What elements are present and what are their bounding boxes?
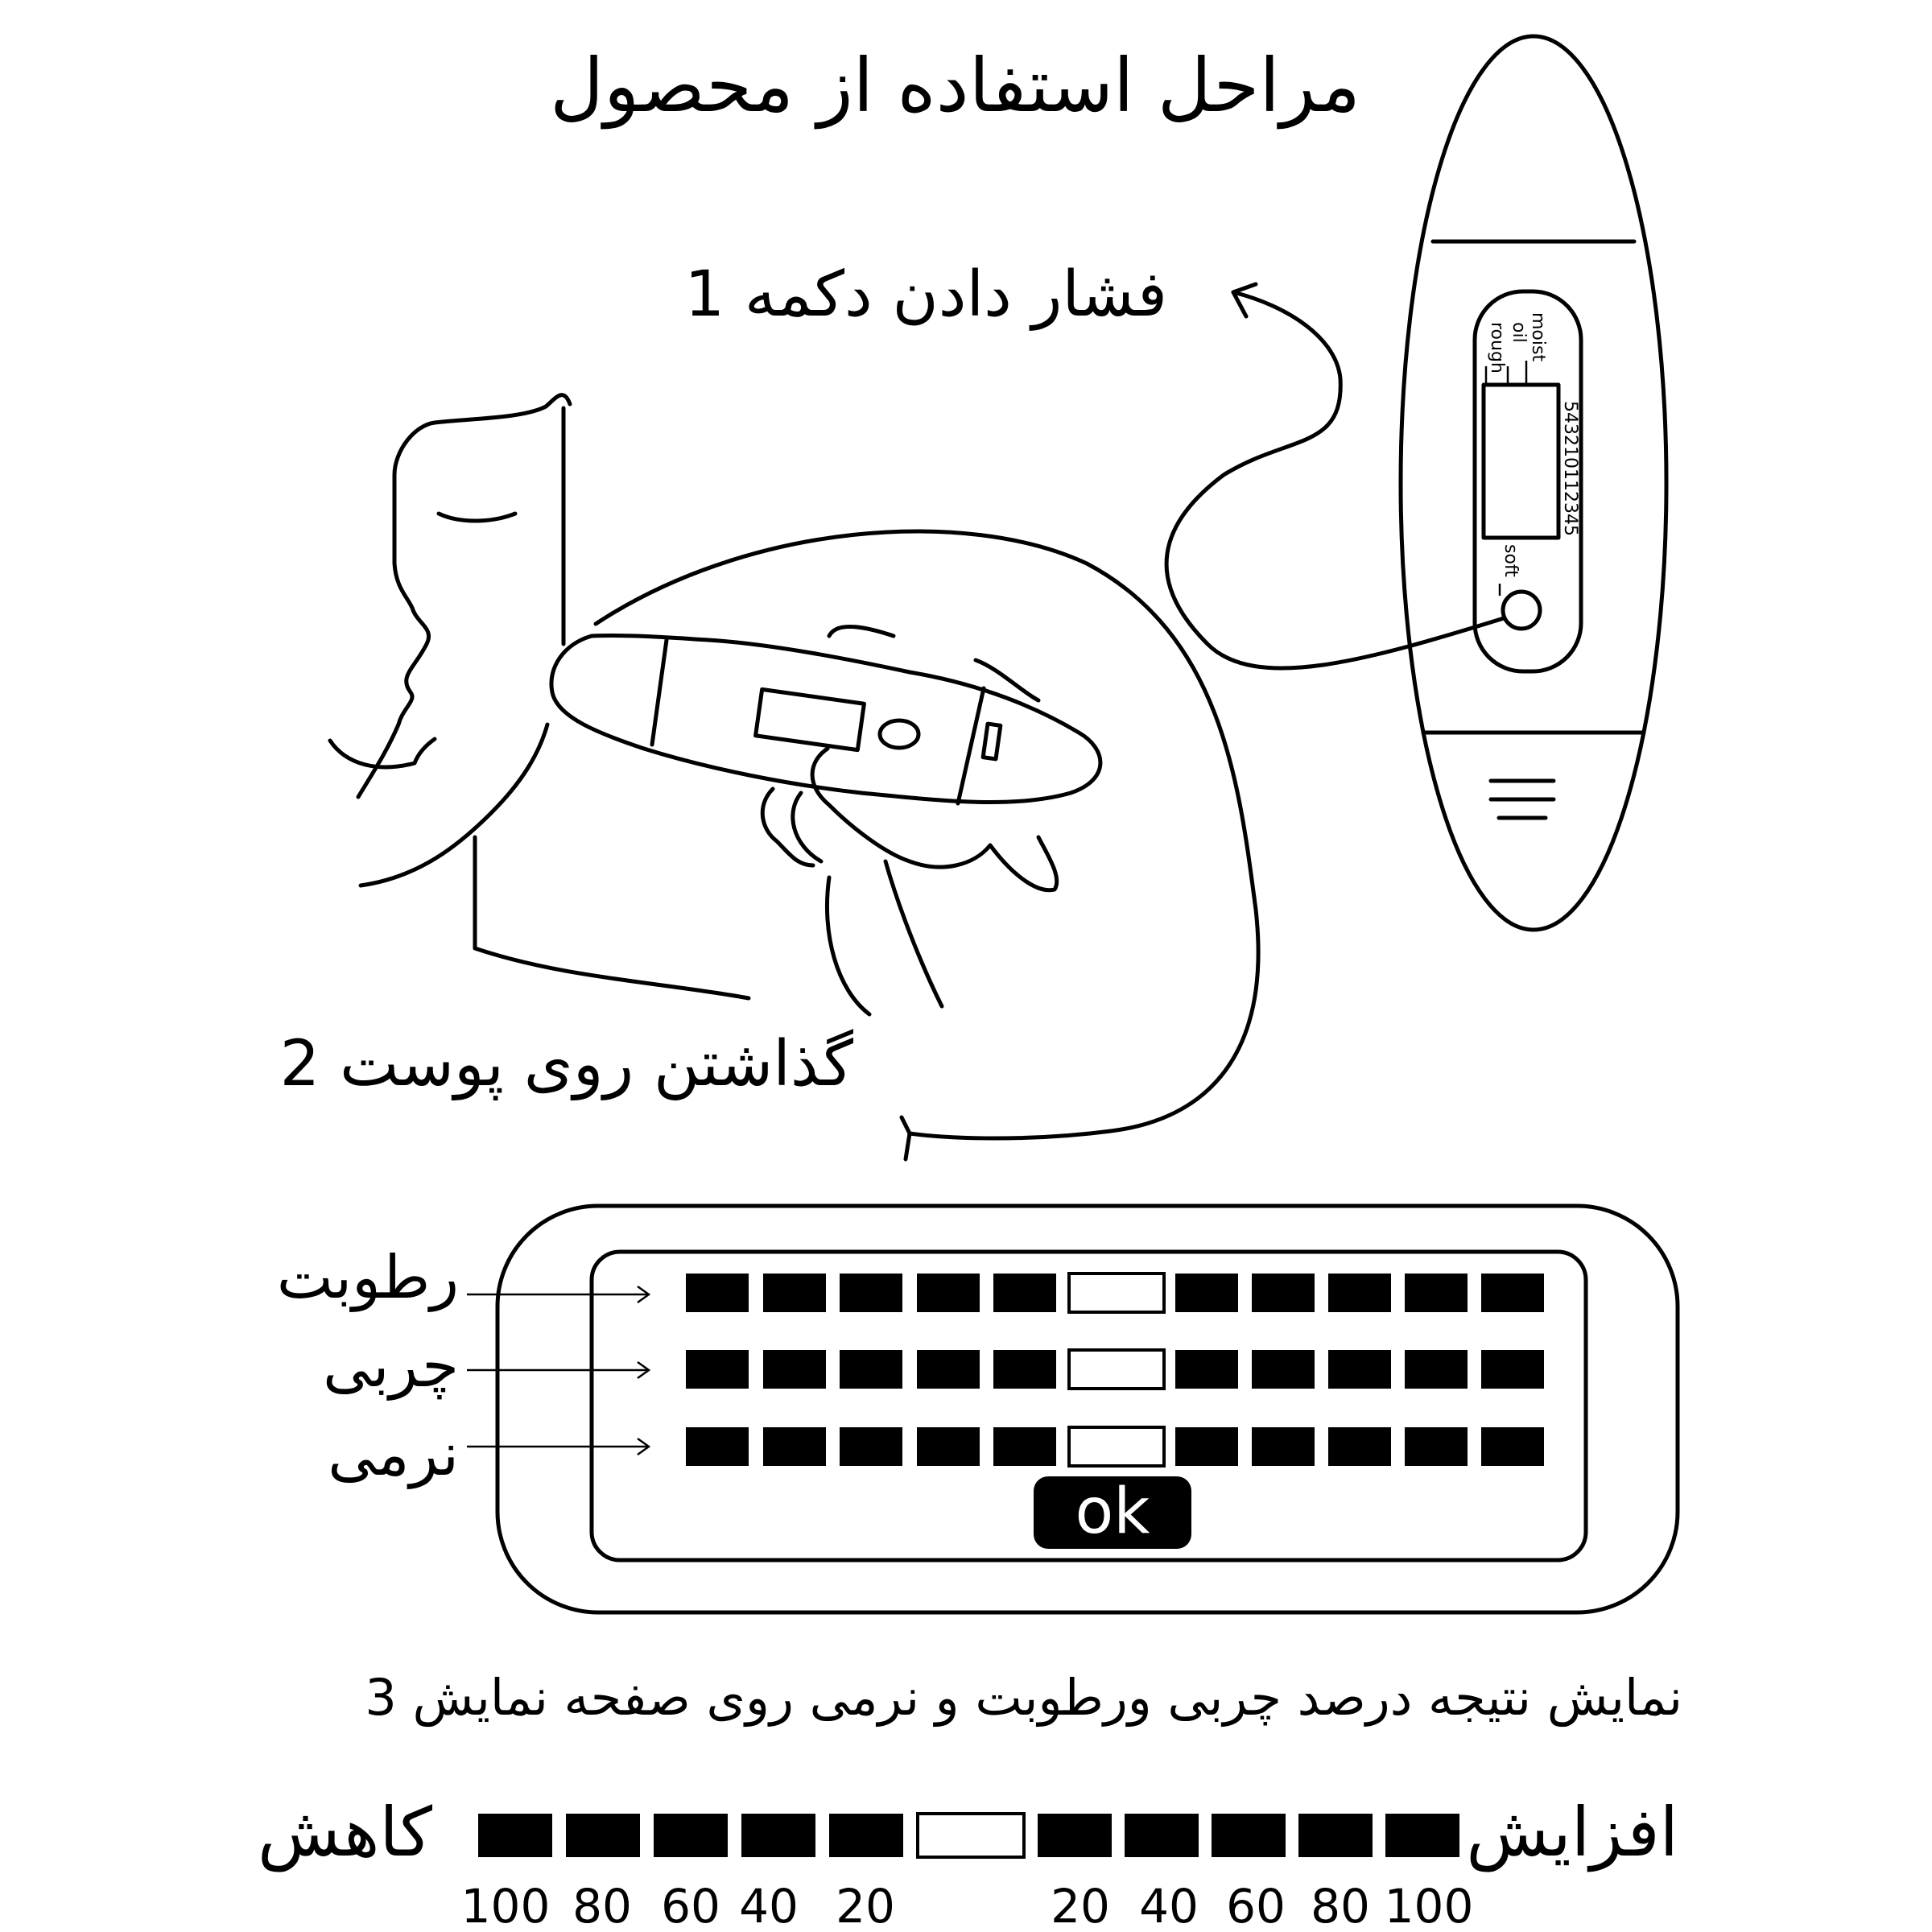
legend-ticks-left: 100 80 60 40 20: [461, 1879, 895, 1932]
legend-ticks-right: 20 40 60 80 100: [1051, 1879, 1473, 1932]
display-outer-frame: [495, 1203, 1680, 1615]
step-2-pointer-line: [593, 529, 1261, 1141]
device-screen-panel: [1472, 289, 1583, 674]
legend-increase-label: افزایش: [1466, 1793, 1678, 1872]
page-title: مراحل استفاده از محصول: [550, 43, 1360, 130]
row-label-moisture: رطوبت: [277, 1243, 459, 1312]
row-pointer-arrows: [467, 1285, 651, 1456]
hand-with-device: [549, 624, 1103, 1017]
device-label-soft: soft: [1501, 544, 1521, 577]
display-row-softness: [686, 1426, 1544, 1468]
device-front-view: moist oil rough 543210112345 soft: [1398, 34, 1669, 932]
legend-scale-bar: [478, 1812, 1459, 1859]
display-illustration: ok: [495, 1203, 1680, 1615]
device-screen-window: [1481, 382, 1561, 540]
tick-label: 20: [836, 1879, 895, 1932]
tick-label: 80: [572, 1879, 632, 1932]
step-1-label: 1 فشار دادن دکمه: [684, 258, 1167, 331]
step-1-pointer-line: [1164, 290, 1506, 671]
tick-label: 60: [661, 1879, 720, 1932]
step-2-arrowhead: [899, 1115, 912, 1162]
tick-label: 40: [739, 1879, 799, 1932]
display-row-moisture: [686, 1272, 1544, 1314]
tick-label: 100: [1385, 1879, 1474, 1932]
row-label-softness: نرمی: [328, 1420, 459, 1489]
tick-label: 80: [1311, 1879, 1370, 1932]
device-power-button[interactable]: [1501, 589, 1542, 631]
display-row-oil: [686, 1348, 1544, 1390]
device-label-moist: moist: [1528, 312, 1548, 361]
step-1-arrowhead: [1231, 282, 1258, 319]
device-scale-numbers: 543210112345: [1560, 401, 1580, 536]
menu-icon: [1488, 778, 1556, 820]
tick-label: 40: [1139, 1879, 1199, 1932]
tick-label: 20: [1051, 1879, 1110, 1932]
device-label-oil: oil: [1509, 322, 1529, 343]
step-3-label: 3 نمایش نتیجه درصد چربی ورطوبت و نرمی رو…: [365, 1668, 1682, 1727]
legend-decrease-label: کاهش: [258, 1793, 432, 1872]
ok-label: ok: [1075, 1476, 1150, 1548]
face-illustration: [328, 393, 751, 1001]
device-label-rough: rough: [1487, 322, 1507, 374]
row-label-oil: چربی: [323, 1331, 459, 1401]
ok-badge: [1034, 1476, 1191, 1549]
tick-label: 100: [461, 1879, 551, 1932]
tick-label: 60: [1226, 1879, 1286, 1932]
step-2-label: 2 گذاشتن روی پوست: [280, 1028, 854, 1101]
display-screen: [589, 1249, 1588, 1563]
